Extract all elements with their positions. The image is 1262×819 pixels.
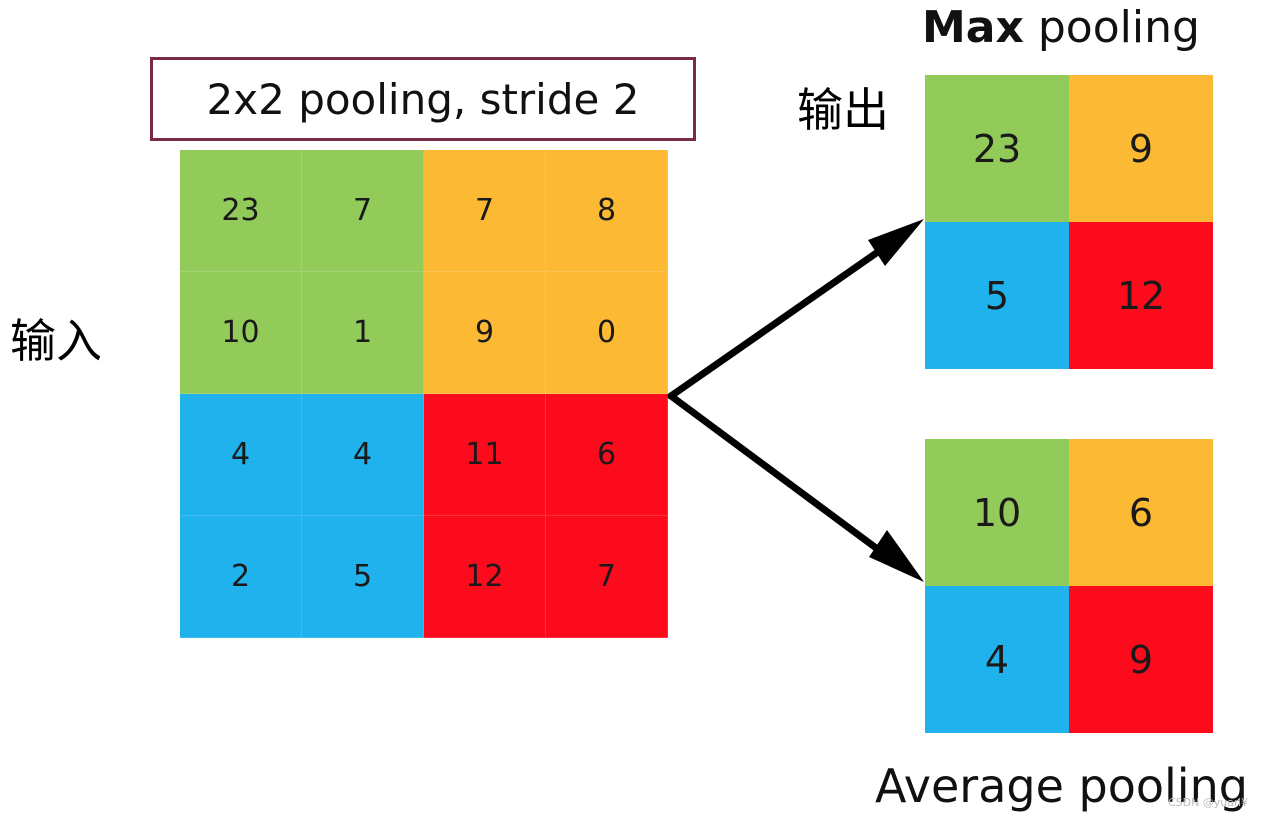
output-label: 输出 [797, 83, 889, 137]
average-pooling-output-matrix: 10 6 4 9 [925, 439, 1213, 733]
input-cell: 1 [302, 272, 424, 394]
input-cell: 23 [180, 150, 302, 272]
max-pooling-cell: 12 [1069, 222, 1213, 369]
input-cell: 5 [302, 516, 424, 638]
max-pooling-title-rest: pooling [1023, 2, 1200, 53]
max-pooling-cell: 9 [1069, 75, 1213, 222]
average-pooling-title: Average pooling [875, 759, 1248, 813]
watermark: CSDN @yuan¥ [1167, 796, 1248, 809]
input-cell: 9 [424, 272, 546, 394]
average-pooling-cell: 10 [925, 439, 1069, 586]
arrowhead-average-pooling-icon [869, 530, 924, 582]
input-label: 输入 [10, 314, 102, 368]
max-pooling-cell: 23 [925, 75, 1069, 222]
input-cell: 10 [180, 272, 302, 394]
input-cell: 7 [546, 516, 668, 638]
input-matrix: 23 7 7 8 10 1 9 0 4 4 11 6 2 5 12 7 [180, 150, 668, 638]
average-pooling-cell: 4 [925, 586, 1069, 733]
input-cell: 4 [302, 394, 424, 516]
input-cell: 0 [546, 272, 668, 394]
input-cell: 11 [424, 394, 546, 516]
max-pooling-output-matrix: 23 9 5 12 [925, 75, 1213, 369]
input-cell: 7 [424, 150, 546, 272]
max-pooling-cell: 5 [925, 222, 1069, 369]
arrow-to-average-pooling [667, 392, 899, 566]
average-pooling-cell: 6 [1069, 439, 1213, 586]
average-pooling-cell: 9 [1069, 586, 1213, 733]
max-pooling-title-bold: Max [922, 2, 1024, 53]
input-cell: 4 [180, 394, 302, 516]
arrowhead-max-pooling-icon [868, 219, 924, 266]
input-cell: 12 [424, 516, 546, 638]
arrow-to-max-pooling [667, 236, 899, 400]
pooling-config-text: 2x2 pooling, stride 2 [206, 74, 640, 124]
input-cell: 8 [546, 150, 668, 272]
pooling-config-title: 2x2 pooling, stride 2 [150, 57, 696, 141]
input-cell: 2 [180, 516, 302, 638]
input-cell: 6 [546, 394, 668, 516]
input-cell: 7 [302, 150, 424, 272]
max-pooling-title: Max pooling [922, 6, 1200, 50]
